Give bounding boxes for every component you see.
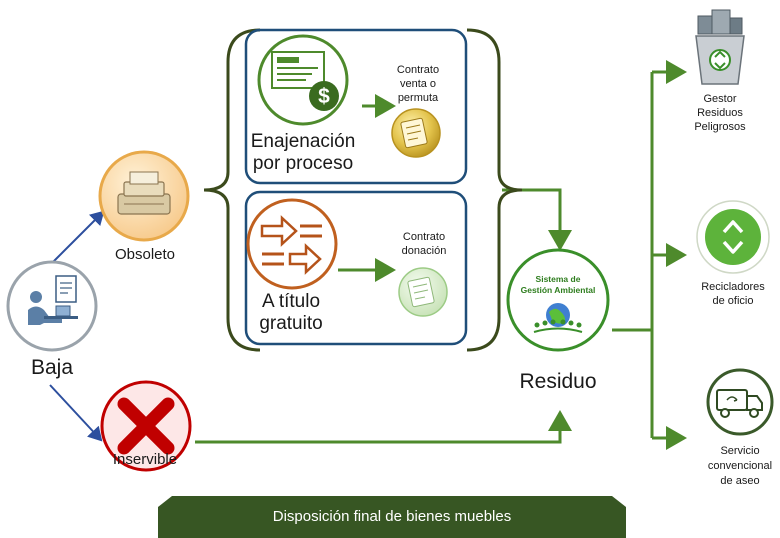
obsoleto-node: Obsoleto bbox=[98, 150, 190, 263]
obsoleto-label: Obsoleto bbox=[115, 246, 175, 263]
inservible-label: Inservible bbox=[113, 451, 177, 468]
recicladores-destination: Recicladores de oficio bbox=[696, 200, 770, 307]
contract-donation-line1: Contrato bbox=[403, 231, 445, 243]
gestor-destination: Gestor Residuos Peligrosos bbox=[694, 9, 746, 133]
servicio-destination: Servicio convencional de aseo bbox=[706, 368, 774, 487]
worker-at-desk-icon bbox=[28, 275, 78, 325]
contract-sale-line3: permuta bbox=[398, 92, 439, 104]
gratuito-label-line2: gratuito bbox=[259, 313, 322, 334]
residuo-label: Residuo bbox=[519, 370, 596, 393]
inservible-node: Inservible bbox=[100, 380, 192, 472]
globe-people-icon bbox=[533, 303, 583, 333]
arrow-brace-to-system bbox=[502, 188, 572, 251]
garbage-truck-icon bbox=[716, 389, 763, 418]
svg-text:$: $ bbox=[318, 85, 330, 108]
old-typewriter-icon bbox=[117, 171, 171, 215]
enajenacion-process: $ Enajenación por proceso Contrato venta… bbox=[251, 34, 441, 174]
arrow-baja-to-obsoleto bbox=[49, 210, 105, 266]
baja-circle bbox=[6, 260, 98, 352]
footer-title: Disposición final de bienes muebles bbox=[273, 508, 511, 525]
servicio-label-line1: Servicio bbox=[720, 445, 759, 457]
invoice-dollar-icon: $ bbox=[271, 51, 339, 111]
right-brace bbox=[466, 28, 523, 352]
recicladores-label-line2: de oficio bbox=[713, 295, 754, 307]
system-label-line2: Gestión Ambiental bbox=[521, 285, 596, 295]
footer-banner: Disposición final de bienes muebles bbox=[158, 496, 626, 538]
gratuito-circle bbox=[246, 198, 338, 290]
red-x-icon bbox=[117, 397, 175, 455]
servicio-label-line2: convencional bbox=[708, 460, 772, 472]
arrow-inservible-to-system bbox=[195, 410, 572, 444]
environmental-system-node: Sistema de Gestión Ambiental bbox=[506, 248, 610, 352]
left-brace bbox=[203, 28, 261, 352]
gestor-label-line3: Peligrosos bbox=[694, 121, 746, 133]
truck-circle bbox=[706, 368, 774, 436]
baja-node: Baja bbox=[6, 260, 98, 379]
gestor-label-line1: Gestor bbox=[703, 93, 736, 105]
recycle-icon bbox=[722, 220, 744, 254]
enajenacion-label-line2: por proceso bbox=[253, 153, 353, 174]
system-label-line1: Sistema de bbox=[536, 274, 581, 284]
servicio-label-line3: de aseo bbox=[720, 475, 759, 487]
contract-sale-line2: venta o bbox=[400, 78, 436, 90]
sale-contract-icon bbox=[391, 108, 441, 158]
enajenacion-box bbox=[244, 28, 468, 185]
gestor-label-line2: Residuos bbox=[697, 107, 743, 119]
baja-label: Baja bbox=[31, 356, 73, 379]
transfer-arrows-icon bbox=[260, 215, 322, 275]
contract-sale-line1: Contrato bbox=[397, 64, 439, 76]
e-waste-bin-icon bbox=[695, 9, 745, 85]
recicladores-label-line1: Recicladores bbox=[701, 281, 765, 293]
contract-donation-line2: donación bbox=[402, 245, 447, 257]
gratuito-label-line1: A título bbox=[262, 291, 320, 312]
gratuito-box bbox=[244, 190, 468, 346]
enajenacion-label-line1: Enajenación bbox=[251, 131, 356, 152]
system-circle bbox=[506, 248, 610, 352]
arrow-baja-to-inservible bbox=[49, 384, 103, 442]
gratuito-process: A título gratuito Contrato donación bbox=[246, 198, 448, 334]
donation-contract-icon bbox=[398, 267, 448, 317]
